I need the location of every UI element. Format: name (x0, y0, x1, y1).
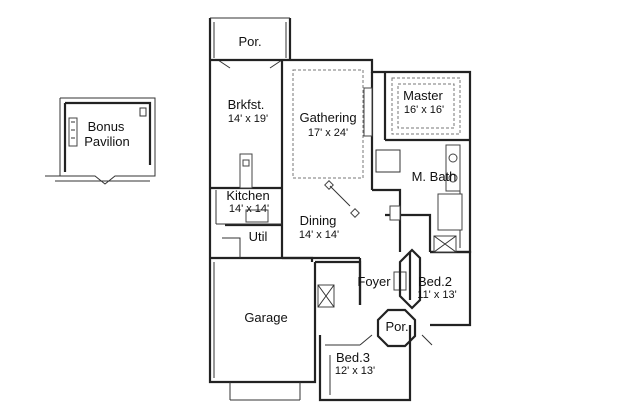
bed2-dims: 11' x 13' (417, 289, 456, 301)
brkfst-name: Brkfst. (228, 97, 265, 112)
dining-dims: 14' x 14' (299, 229, 339, 241)
front-porch-octagon (359, 308, 433, 348)
gathering-dims: 17' x 24' (308, 127, 348, 139)
dining-name: Dining (300, 213, 337, 228)
kitchen-dims: 14' x 14' (229, 203, 269, 215)
bed3-name: Bed.3 (336, 350, 370, 365)
ceiling-outlines (292, 69, 461, 179)
bed2-bay (398, 248, 422, 310)
porch-top-name: Por. (238, 34, 261, 49)
gathering-name: Gathering (299, 110, 356, 125)
bonus-name-2: Pavilion (84, 134, 130, 149)
foyer-name: Foyer (357, 274, 391, 289)
bonus-pavilion-structure (45, 97, 156, 185)
util-name: Util (249, 229, 268, 244)
bed2-name: Bed.2 (418, 274, 452, 289)
fixtures (215, 87, 463, 308)
bonus-name: Bonus (88, 119, 125, 134)
room-labels: Por. Brkfst. 14' x 19' Gathering 17' x 2… (84, 34, 457, 377)
porch-front-name: Por. (385, 319, 408, 334)
master-dims: 16' x 16' (404, 104, 444, 116)
master-name: Master (403, 88, 443, 103)
garage-name: Garage (244, 310, 287, 325)
brkfst-dims: 14' x 19' (228, 113, 268, 125)
bed3-dims: 12' x 13' (335, 365, 375, 377)
m-bath-name: M. Bath (412, 169, 457, 184)
kitchen-name: Kitchen (226, 188, 269, 203)
